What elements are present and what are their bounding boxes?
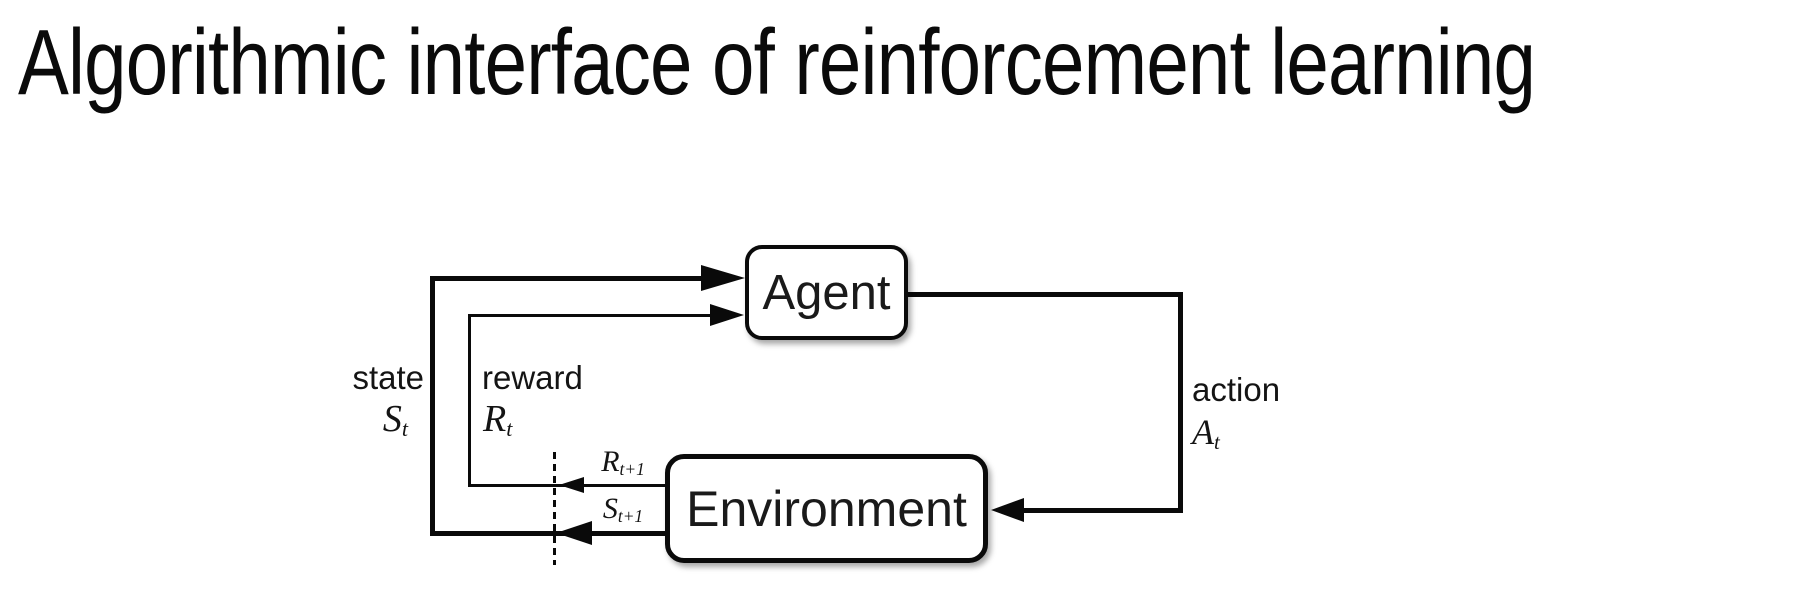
state-symbol-subscript: t (401, 415, 408, 441)
action-symbol: At (1192, 412, 1220, 452)
environment-node-label: Environment (686, 480, 967, 537)
state-to-agent-arrowhead-icon (701, 265, 745, 291)
agent-node-label: Agent (762, 265, 891, 320)
action-symbol-subscript: t (1214, 429, 1220, 454)
reward-to-agent-arrowhead-icon (710, 304, 744, 326)
reward-symbol-base: R (483, 398, 507, 440)
reward-symbol-subscript: t (506, 415, 513, 441)
next-state-arrowhead-icon (556, 521, 592, 545)
action-symbol-base: A (1192, 412, 1214, 452)
next-state-symbol-base: S (602, 492, 618, 525)
state-label: state (352, 359, 424, 396)
action-line-bottom (1023, 508, 1183, 513)
action-line-top (908, 292, 1183, 297)
next-reward-symbol: Rt+1 (585, 445, 661, 479)
action-line-vertical (1178, 292, 1183, 513)
slide-title: Algorithmic interface of reinforcement l… (18, 10, 1536, 114)
reward-label: reward (482, 359, 583, 396)
state-symbol: St (320, 398, 408, 441)
next-state-symbol: St+1 (585, 492, 661, 526)
next-reward-symbol-base: R (601, 445, 620, 478)
action-to-environment-arrowhead-icon (991, 498, 1024, 522)
next-reward-symbol-subscript: t+1 (619, 458, 645, 479)
action-label: action (1192, 371, 1281, 408)
reward-symbol: Rt (483, 398, 513, 441)
environment-node: Environment (665, 454, 988, 563)
time-boundary-dashed-line (553, 452, 556, 565)
state-symbol-base: S (382, 398, 402, 440)
reward-line-top (468, 314, 710, 317)
state-line-vertical (430, 276, 435, 536)
next-state-symbol-subscript: t+1 (617, 505, 644, 526)
next-state-line (430, 531, 665, 536)
reward-line-vertical (468, 314, 471, 486)
next-reward-arrowhead-icon (559, 477, 584, 493)
state-line-top (430, 276, 705, 281)
agent-node: Agent (745, 245, 908, 340)
